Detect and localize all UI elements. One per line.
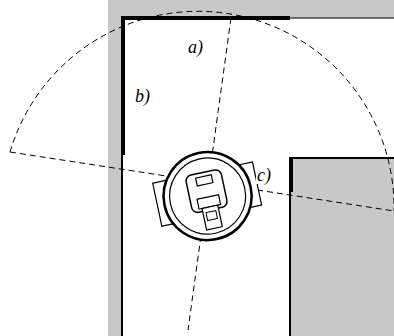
callout-label: a) — [187, 38, 204, 56]
callout-label: b) — [134, 87, 151, 105]
callout-label: c) — [256, 166, 272, 184]
